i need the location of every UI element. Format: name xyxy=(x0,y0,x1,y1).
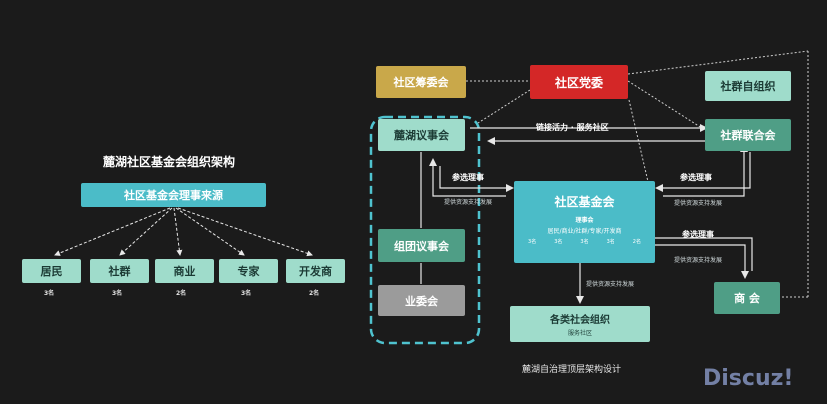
foundation-count: 3名 xyxy=(528,239,537,245)
elect-label-left: 参选理事 xyxy=(452,173,484,182)
elect-sub-left: 提供资源支持发展 xyxy=(444,199,493,206)
child-box-community: 社群 xyxy=(90,259,149,283)
foundation-count: 3名 xyxy=(580,239,589,245)
child-box-experts: 专家 xyxy=(219,259,278,283)
child-count: 3名 xyxy=(44,290,55,297)
foundation-count: 2名 xyxy=(632,239,641,245)
child-count: 2名 xyxy=(176,290,187,297)
social-org-title: 各类社会组织 xyxy=(550,315,610,326)
foundation-sub: 理事会 xyxy=(575,217,594,224)
child-count: 3名 xyxy=(241,290,252,297)
elect-label-right: 参选理事 xyxy=(680,173,712,182)
owners-committee-box: 业委会 xyxy=(378,285,465,316)
elect-sub-business: 提供资源支持发展 xyxy=(674,257,723,264)
party-committee-box: 社区党委 xyxy=(530,65,628,99)
foundation-members: 居民/商业/社群/专家/开发商 xyxy=(547,228,622,235)
lakeside-council-box: 麓湖议事会 xyxy=(378,119,465,151)
right-diagram-caption: 麓湖自治理顶层架构设计 xyxy=(522,365,622,375)
child-box-developer: 开发商 xyxy=(286,259,345,283)
community-foundation-box: 社区基金会 理事会 居民/商业/社群/专家/开发商 3名 3名 3名 3名 2名 xyxy=(514,181,655,263)
self-organization-box: 社群自组织 xyxy=(705,71,791,101)
child-count: 3名 xyxy=(112,290,123,297)
social-org-sub: 服务社区 xyxy=(567,330,592,337)
foundation-count: 3名 xyxy=(554,239,563,245)
watermark-logo: Discuz! xyxy=(703,366,794,391)
child-count: 2名 xyxy=(309,290,320,297)
foundation-source-box: 社区基金会理事来源 xyxy=(81,183,266,207)
support-label: 提供资源支持发展 xyxy=(586,281,635,288)
elect-label-business: 参选理事 xyxy=(682,230,714,239)
left-diagram-title: 麓湖社区基金会组织架构 xyxy=(103,155,236,169)
group-council-box: 组团议事会 xyxy=(378,229,465,262)
foundation-title: 社区基金会 xyxy=(554,195,615,209)
social-organizations-box: 各类社会组织 服务社区 xyxy=(510,306,650,342)
chamber-of-commerce-box: 商 会 xyxy=(714,282,780,314)
link-label: 链接活力 · 服务社区 xyxy=(536,123,609,132)
child-box-business: 商业 xyxy=(155,259,214,283)
fundraising-committee-box: 社区筹委会 xyxy=(376,66,466,98)
child-box-residents: 居民 xyxy=(22,259,81,283)
elect-sub-right: 提供资源支持发展 xyxy=(674,200,723,207)
community-union-box: 社群联合会 xyxy=(705,119,791,151)
foundation-count: 3名 xyxy=(606,239,615,245)
foundation-counts: 3名 3名 3名 3名 2名 xyxy=(528,238,641,245)
